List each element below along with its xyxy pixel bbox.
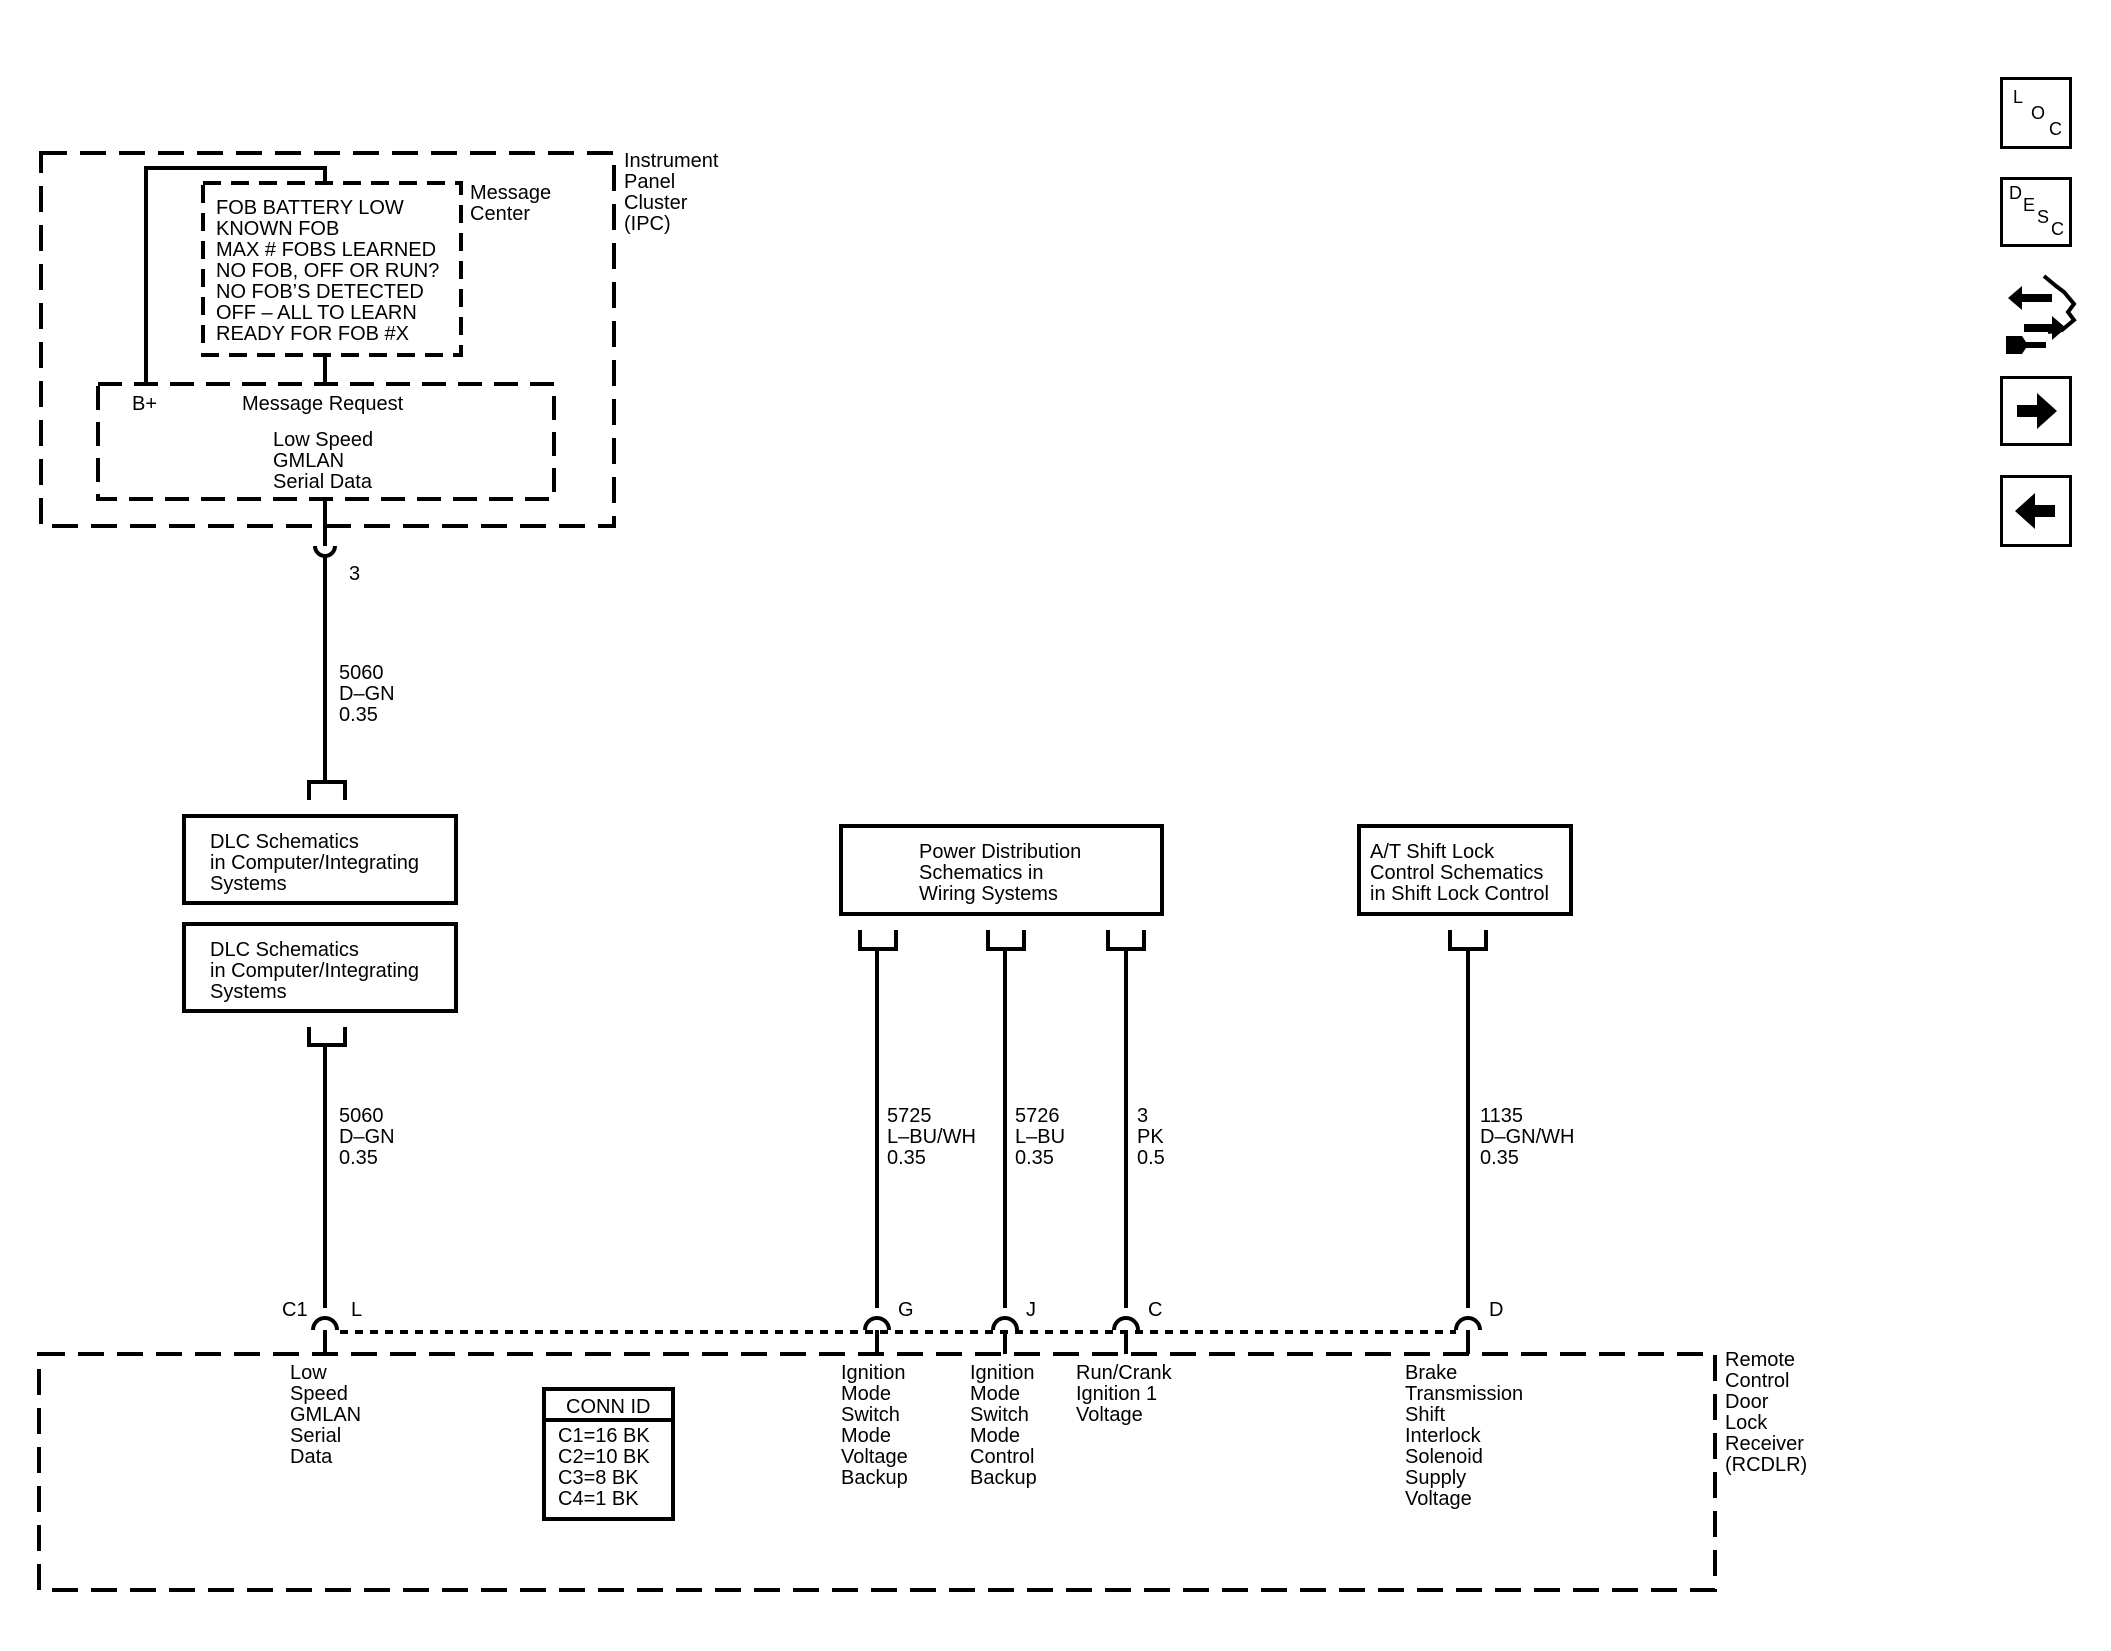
shift-lock-box <box>1357 824 1573 916</box>
rcdlr-pin-g-connector <box>863 1316 891 1331</box>
arrow-right-icon[interactable] <box>2000 376 2072 446</box>
dlc-lower-text[interactable]: DLC Schematics in Computer/Integrating S… <box>210 939 425 1003</box>
dlc-lower-stub <box>307 1027 347 1047</box>
b-plus-feed <box>144 166 327 384</box>
desc-button[interactable]: D E S C <box>2000 177 2072 247</box>
dlc-upper-stub <box>307 780 347 800</box>
shift-lock-text[interactable]: A/T Shift Lock Control Schematics in Shi… <box>1370 841 1549 905</box>
conn-id-rows: C1=16 BK C2=10 BK C3=8 BK C4=1 BK <box>558 1425 655 1510</box>
power-stub-j <box>986 930 1026 951</box>
conn-id-title: CONN ID <box>566 1396 650 1418</box>
rcdlr-function-d: Brake Transmission Shift Interlock Solen… <box>1405 1362 1529 1510</box>
power-distribution-text[interactable]: Power Distribution Schematics in Wiring … <box>919 841 1087 905</box>
shift-lock-stub <box>1448 930 1488 951</box>
wire-label-1135: 1135 D–GN/WH 0.35 <box>1480 1105 1580 1169</box>
power-stub-c <box>1106 930 1146 951</box>
wire-label-5725: 5725 L–BU/WH 0.35 <box>887 1105 981 1169</box>
arrow-left-icon[interactable] <box>2000 475 2072 547</box>
rcdlr-pin-d-label: D <box>1489 1299 1503 1321</box>
rcdlr-pin-d-connector <box>1454 1316 1482 1331</box>
rcdlr-pin-c-connector <box>1112 1316 1140 1331</box>
b-plus-label: B+ <box>132 393 157 415</box>
rcdlr-function-j: Ignition Mode Switch Mode Control Backup <box>970 1362 1040 1489</box>
wire-label-5060-lower: 5060 D–GN 0.35 <box>339 1105 400 1169</box>
dlc-upper-box <box>182 814 458 905</box>
rcdlr-function-l: Low Speed GMLAN Serial Data <box>290 1362 367 1468</box>
dlc-lower-box <box>182 922 458 1013</box>
wire-label-3: 3 PK 0.5 <box>1137 1105 1169 1169</box>
power-stub-g <box>858 930 898 951</box>
rcdlr-connector-label: C1 <box>282 1299 308 1321</box>
rcdlr-name: Remote Control Door Lock Receiver (RCDLR… <box>1725 1349 1809 1476</box>
wire-label-5726: 5726 L–BU 0.35 <box>1015 1105 1071 1169</box>
rcdlr-pin-c-label: C <box>1148 1299 1162 1321</box>
message-center-label: Message Center <box>470 182 557 225</box>
message-list: FOB BATTERY LOW KNOWN FOB MAX # FOBS LEA… <box>216 197 445 345</box>
rcdlr-function-c: Run/Crank Ignition 1 Voltage <box>1076 1362 1177 1426</box>
message-request-label: Message Request <box>242 393 404 415</box>
loc-button[interactable]: L O C <box>2000 77 2072 149</box>
message-center-box <box>201 181 463 357</box>
ipc-pin-3-connector <box>313 545 337 558</box>
rcdlr-pin-j-connector <box>991 1316 1019 1331</box>
rcdlr-pin-l-label: L <box>351 1299 362 1321</box>
rcdlr-pin-j-label: J <box>1026 1299 1036 1321</box>
ipc-serial-data-label: Low Speed GMLAN Serial Data <box>273 429 379 493</box>
rcdlr-function-g: Ignition Mode Switch Mode Voltage Backup <box>841 1362 913 1489</box>
wire-label-5060-upper: 5060 D–GN 0.35 <box>339 662 400 726</box>
ipc-box <box>39 151 616 528</box>
power-distribution-box <box>839 824 1164 916</box>
rcdlr-pin-g-label: G <box>898 1299 914 1321</box>
connector-arrows-icon[interactable] <box>2000 270 2080 356</box>
rcdlr-pin-l-connector <box>311 1316 339 1331</box>
ipc-pin-label: 3 <box>349 563 360 585</box>
conn-id-box <box>542 1387 675 1521</box>
dlc-upper-text[interactable]: DLC Schematics in Computer/Integrating S… <box>210 831 425 895</box>
ipc-name: Instrument Panel Cluster (IPC) <box>624 150 724 235</box>
rcdlr-box <box>37 1352 1717 1592</box>
